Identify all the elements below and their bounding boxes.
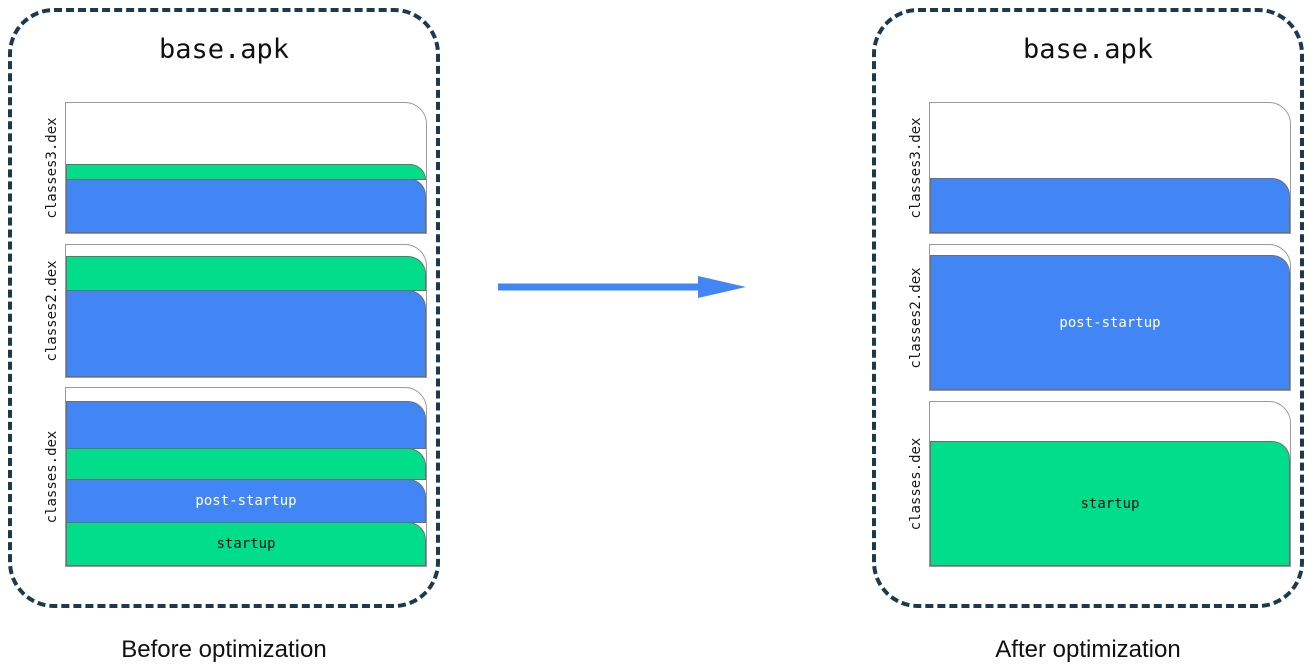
dex-group-classes2-before: classes2.dex bbox=[39, 244, 427, 378]
segment-post-startup-secondary[interactable] bbox=[66, 401, 426, 450]
segment-startup[interactable]: startup bbox=[930, 441, 1290, 566]
dex-label-classes3: classes3.dex bbox=[908, 117, 924, 219]
segment-stack bbox=[66, 103, 426, 233]
dex-label-classes2: classes2.dex bbox=[908, 266, 924, 369]
segment-post-startup[interactable] bbox=[66, 289, 426, 377]
dex-group-classes3-before: classes3.dex bbox=[39, 102, 427, 234]
segment-post-startup[interactable]: post-startup bbox=[930, 255, 1290, 390]
dex-box-classes[interactable]: startup bbox=[929, 401, 1291, 567]
dex-label-wrap: classes2.dex bbox=[903, 244, 929, 391]
dex-label-wrap: classes.dex bbox=[903, 401, 929, 567]
apk-title-before: base.apk bbox=[158, 34, 290, 65]
dex-label-classes: classes.dex bbox=[44, 430, 60, 524]
segment-post-startup[interactable] bbox=[930, 178, 1290, 233]
dex-box-classes3[interactable] bbox=[929, 102, 1291, 234]
segment-post-startup[interactable]: post-startup bbox=[66, 478, 426, 523]
segment-post-startup[interactable] bbox=[66, 178, 426, 233]
arrow-right-icon bbox=[498, 276, 746, 298]
apk-panel-after: base.apk classes3.dex classes2.dex bbox=[872, 8, 1304, 608]
dex-label-classes2: classes2.dex bbox=[44, 260, 60, 362]
dex-label-classes: classes.dex bbox=[908, 437, 924, 531]
caption-after: After optimization bbox=[995, 636, 1181, 663]
dex-group-classes3-after: classes3.dex bbox=[903, 102, 1291, 234]
segment-startup[interactable] bbox=[66, 164, 426, 180]
segment-stack: post-startup bbox=[930, 245, 1290, 390]
segment-startup[interactable] bbox=[66, 255, 426, 292]
dex-label-wrap: classes3.dex bbox=[39, 102, 65, 234]
segment-stack bbox=[66, 245, 426, 377]
dex-label-wrap: classes2.dex bbox=[39, 244, 65, 378]
dex-group-classes-after: classes.dex startup bbox=[903, 401, 1291, 567]
dex-box-classes[interactable]: startup post-startup bbox=[65, 387, 427, 567]
segment-stack bbox=[930, 103, 1290, 233]
apk-title-after: base.apk bbox=[1022, 34, 1154, 65]
segment-label: post-startup bbox=[195, 492, 297, 509]
dex-label-classes3: classes3.dex bbox=[44, 117, 60, 219]
segment-startup-secondary[interactable] bbox=[66, 447, 426, 480]
segment-label: post-startup bbox=[1059, 314, 1161, 331]
segment-stack: startup post-startup bbox=[66, 388, 426, 566]
segment-startup[interactable]: startup bbox=[66, 521, 426, 566]
dex-group-classes-before: classes.dex startup post-startup bbox=[39, 387, 427, 567]
caption-before: Before optimization bbox=[121, 636, 327, 663]
segment-label: startup bbox=[216, 535, 276, 552]
dex-label-wrap: classes3.dex bbox=[903, 102, 929, 234]
segment-label: startup bbox=[1080, 495, 1140, 512]
dex-box-classes2[interactable] bbox=[65, 244, 427, 378]
dex-group-classes2-after: classes2.dex post-startup bbox=[903, 244, 1291, 391]
dex-label-wrap: classes.dex bbox=[39, 387, 65, 567]
dex-box-classes2[interactable]: post-startup bbox=[929, 244, 1291, 391]
segment-stack: startup bbox=[930, 402, 1290, 566]
dex-box-classes3[interactable] bbox=[65, 102, 427, 234]
apk-panel-before: base.apk classes3.dex classes2.dex bbox=[8, 8, 440, 608]
